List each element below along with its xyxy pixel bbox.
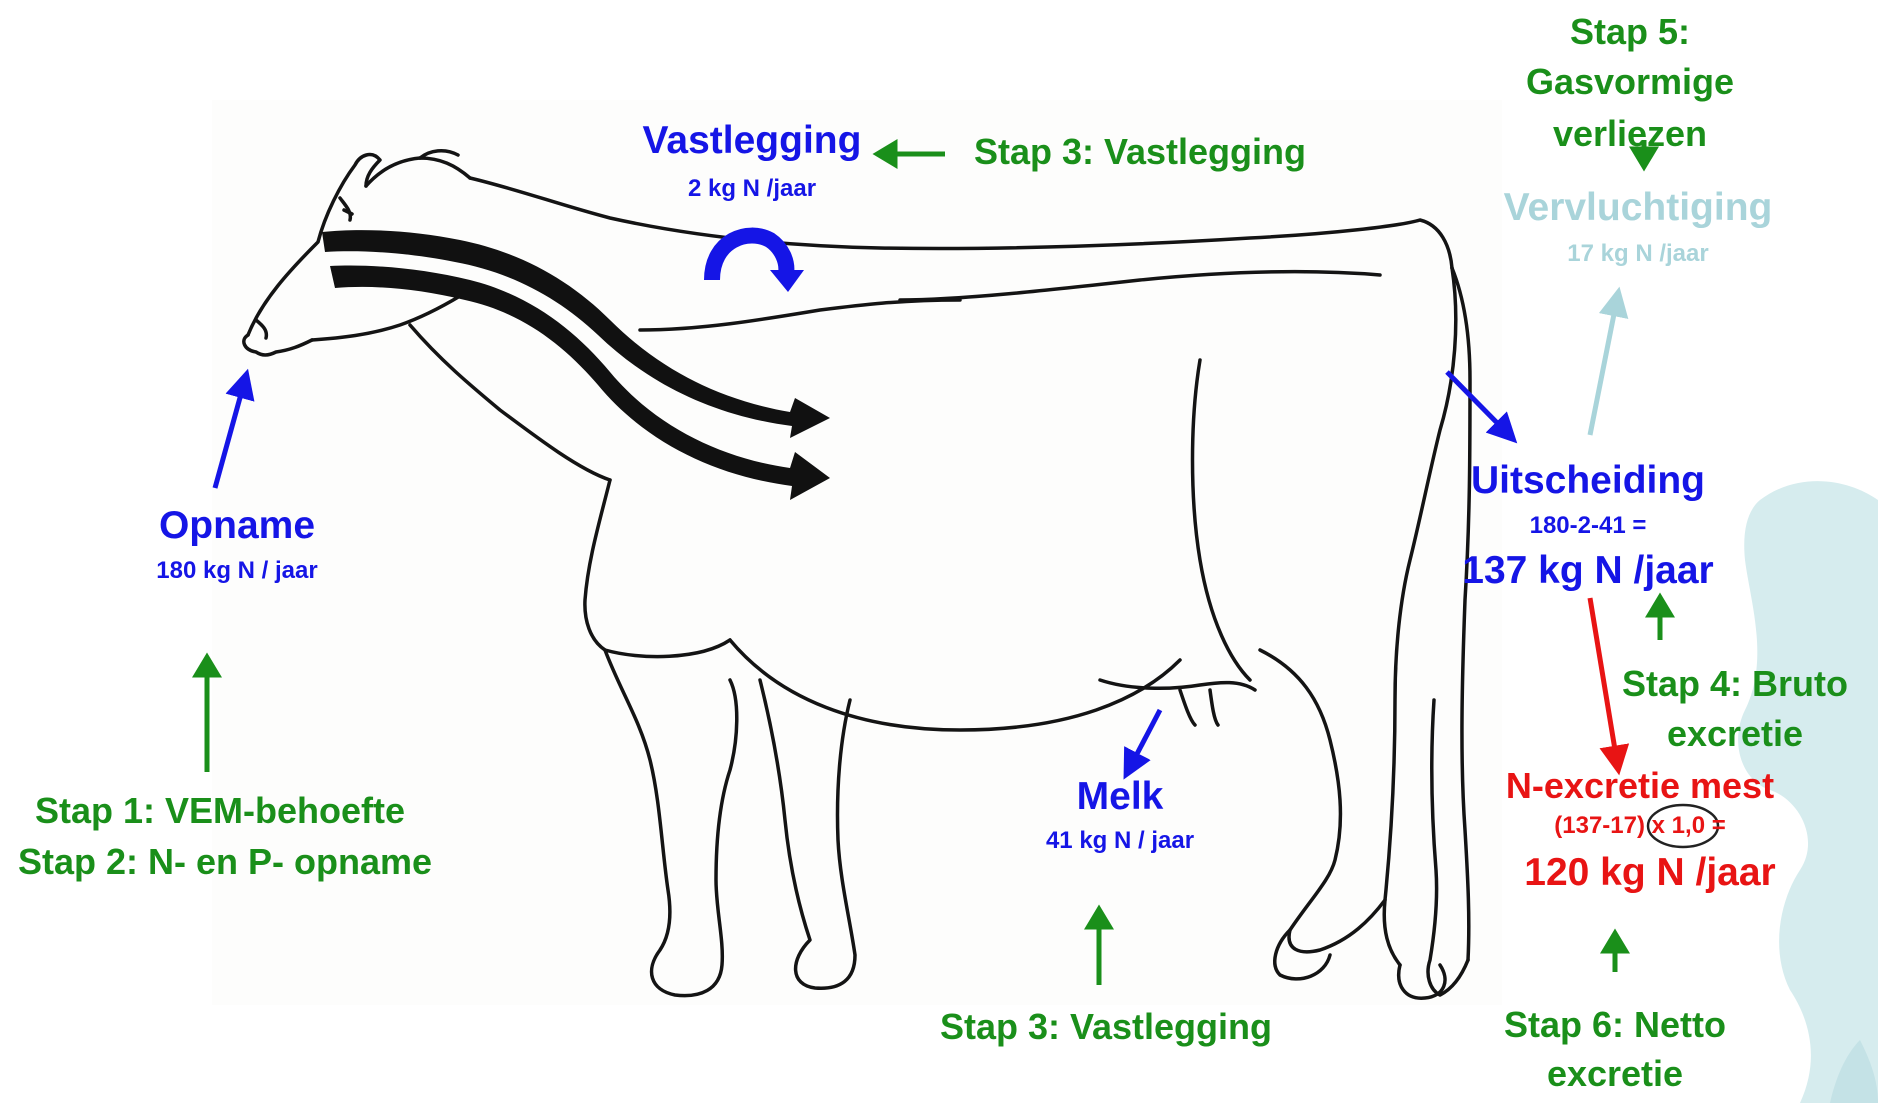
step6-line2: excretie (1510, 1052, 1720, 1095)
n-excretie-factor: x 1,0 (1652, 812, 1705, 839)
step3-bottom-label: Stap 3: Vastlegging (906, 1005, 1306, 1048)
vervluchtiging-title: Vervluchtiging (1478, 185, 1798, 232)
opname-value: 180 kg N / jaar (117, 557, 357, 586)
uitscheiding-value: 137 kg N /jaar (1438, 548, 1738, 595)
vervluchtiging-value: 17 kg N /jaar (1518, 240, 1758, 269)
step5-line3: verliezen (1515, 112, 1745, 155)
uitscheiding-title: Uitscheiding (1443, 458, 1733, 505)
step1-label: Stap 1: VEM-behoefte (0, 789, 440, 832)
n-excretie-formula: (137-17) x 1,0 = (1510, 812, 1770, 841)
opname-title: Opname (137, 503, 337, 550)
melk-title: Melk (1030, 774, 1210, 821)
vastlegging-value: 2 kg N /jaar (632, 175, 872, 204)
step3-top-label: Stap 3: Vastlegging (940, 130, 1340, 173)
n-excretie-value: 120 kg N /jaar (1500, 850, 1800, 897)
uitscheiding-formula: 180-2-41 = (1498, 512, 1678, 541)
n-excretie-formula-part-a: (137-17) (1554, 812, 1651, 839)
step6-line1: Stap 6: Netto (1480, 1003, 1750, 1046)
arrow-to-vervluchtiging (1590, 294, 1618, 435)
step2-label: Stap 2: N- en P- opname (0, 840, 470, 883)
n-excretie-formula-part-c: = (1705, 812, 1726, 839)
step4-line2: excretie (1630, 712, 1840, 755)
step4-line1: Stap 4: Bruto (1590, 662, 1878, 705)
step5-line2: Gasvormige (1495, 60, 1765, 103)
n-excretie-title: N-excretie mest (1470, 764, 1810, 807)
melk-value: 41 kg N / jaar (1000, 827, 1240, 856)
vastlegging-title: Vastlegging (622, 118, 882, 165)
step5-line1: Stap 5: (1515, 10, 1745, 53)
